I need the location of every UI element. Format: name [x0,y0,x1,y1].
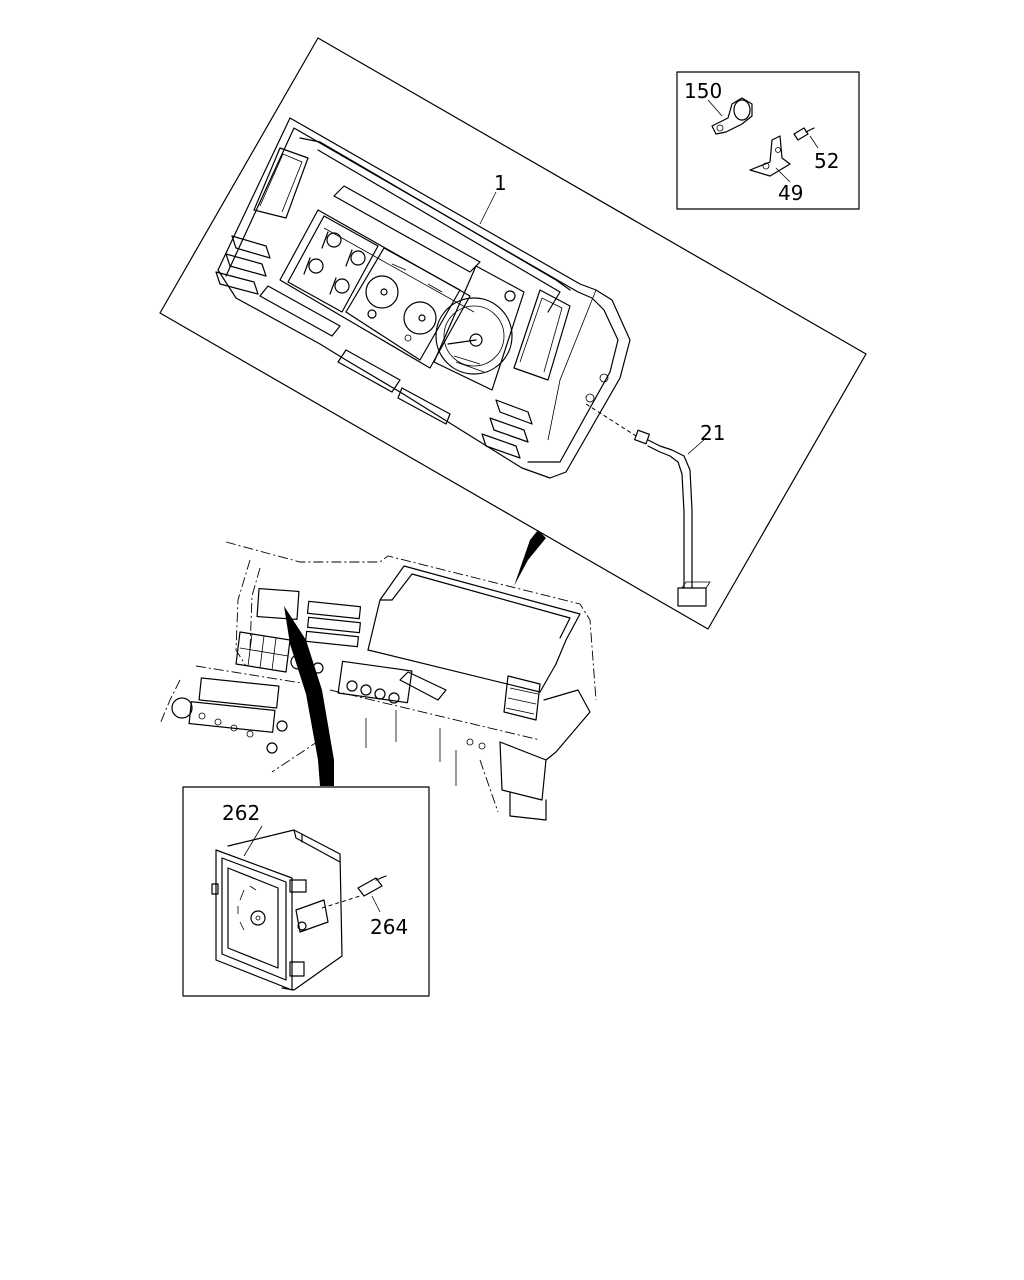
callout-label-262: 262 [222,801,260,825]
callout-label-49: 49 [778,181,803,205]
cluster-frame [159,37,867,630]
gauge-detail-box: 264 262 [182,786,430,997]
callout-label-21: 21 [700,421,725,445]
pointer-arrow-bottom [284,606,334,786]
callout-label-150: 150 [684,79,722,103]
callout-1: 1 [479,171,507,225]
callout-label-264: 264 [370,915,408,939]
speedometer-cable: 21 [585,403,725,607]
callout-label-1: 1 [494,171,507,195]
callout-label-52: 52 [814,149,839,173]
bracket-detail-box: 150 49 52 [676,71,860,210]
pointer-arrow-top [514,530,546,586]
instrument-cluster [215,117,631,479]
dashboard-context [159,541,597,821]
